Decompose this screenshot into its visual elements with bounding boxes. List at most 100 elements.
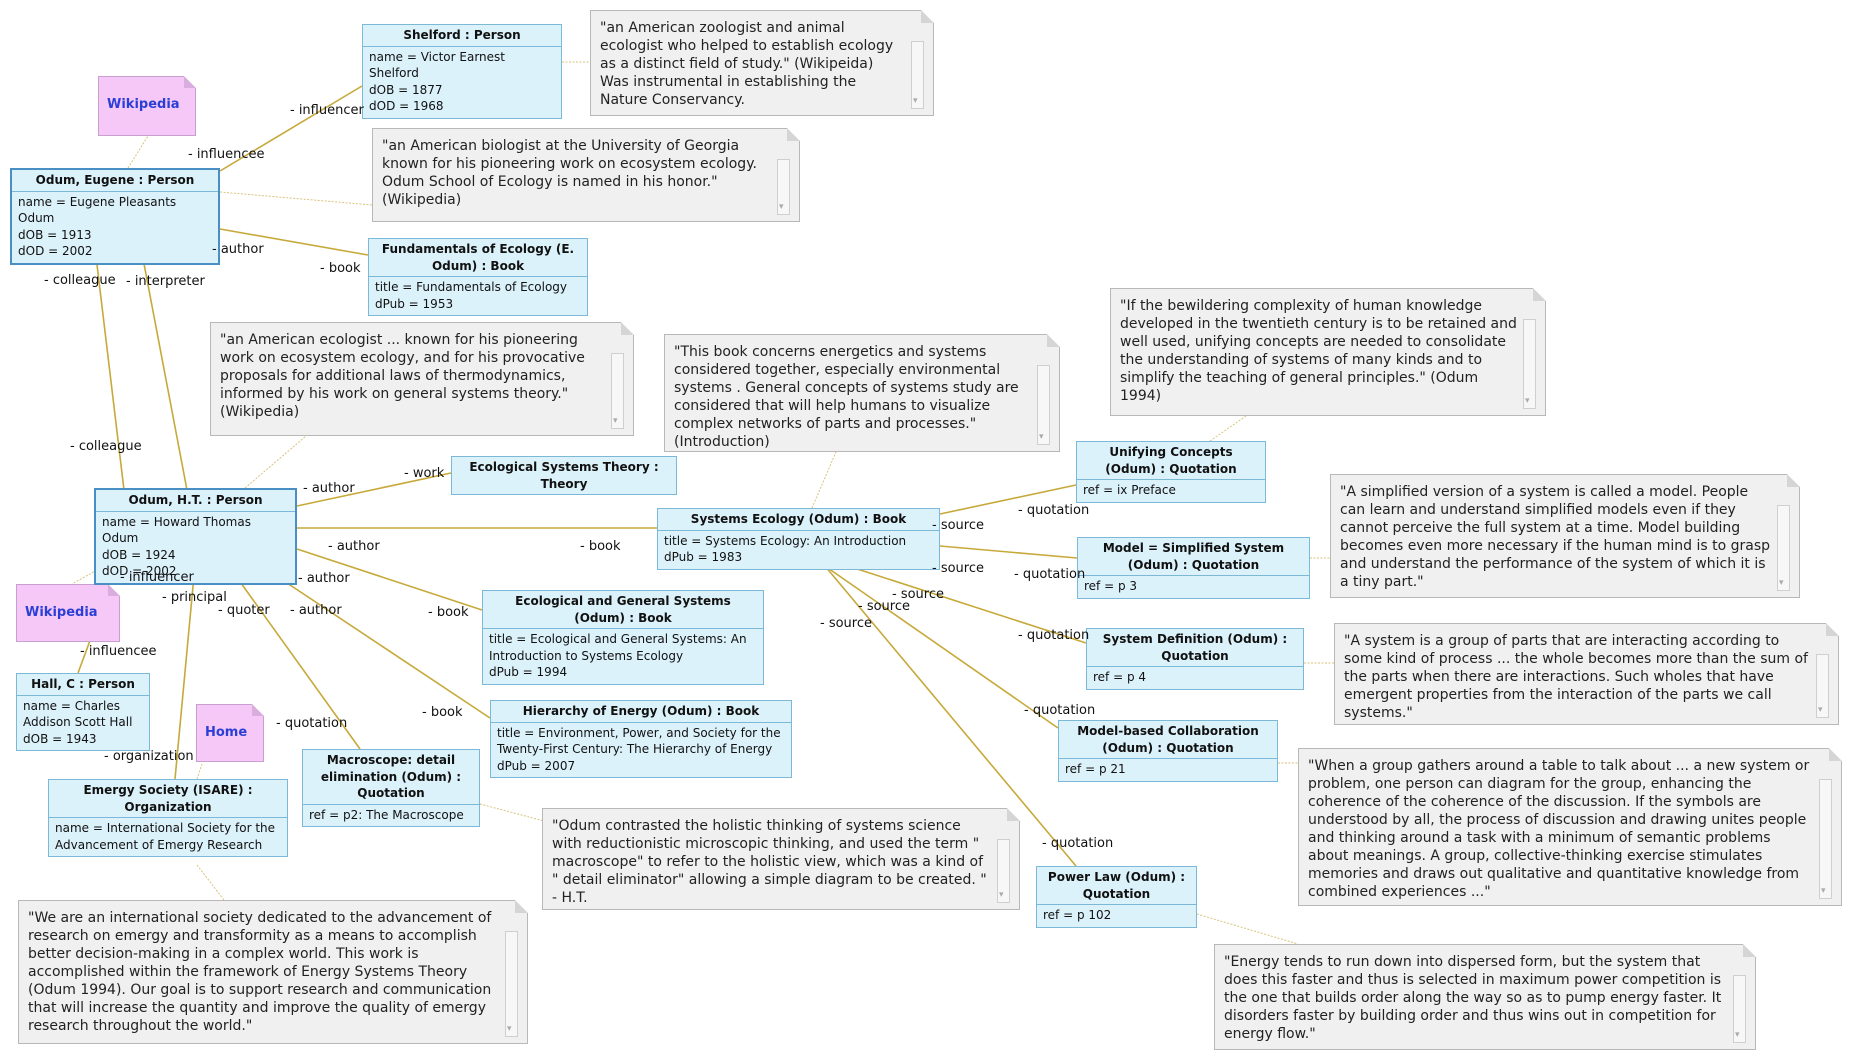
- note-eugene: "an American biologist at the University…: [372, 128, 800, 222]
- label-quotation-6: - quotation: [1042, 836, 1114, 851]
- note-eugene-text: "an American biologist at the University…: [382, 138, 757, 208]
- label-author-4: - author: [298, 571, 350, 586]
- wikipedia-tag-eugene-label[interactable]: Wikipedia: [107, 97, 180, 112]
- note-mbc-scrollbar[interactable]: [1819, 779, 1832, 900]
- object-macroscope[interactable]: Macroscope: detail elimination (Odum) : …: [302, 749, 480, 827]
- object-unifying-title: Unifying Concepts (Odum) : Quotation: [1077, 442, 1265, 480]
- note-mbc: "When a group gathers around a table to …: [1298, 748, 1842, 906]
- assoc-ht-hierarchy: [259, 564, 491, 719]
- object-hall-dob: dOB = 1943: [23, 731, 97, 746]
- object-fundamentals[interactable]: Fundamentals of Ecology (E. Odum) : Book…: [368, 238, 588, 316]
- label-principal: - principal: [162, 590, 227, 605]
- wikipedia-tag-eugene[interactable]: Wikipedia: [98, 76, 196, 136]
- note-powerlaw-scrollbar[interactable]: [1733, 975, 1746, 1044]
- label-quotation-3: - quotation: [1014, 567, 1086, 582]
- object-mbc-ref: ref = p 21: [1065, 762, 1126, 776]
- note-unifying-scrollbar[interactable]: [1523, 319, 1536, 410]
- note-sysdef-scrollbar[interactable]: [1816, 654, 1829, 719]
- label-author-1: - author: [212, 242, 264, 257]
- label-influencer-2: - influencer: [120, 570, 194, 585]
- home-tag-isaee[interactable]: Home: [196, 704, 264, 762]
- object-model-simplified[interactable]: Model = Simplified System (Odum) : Quota…: [1077, 537, 1310, 599]
- note-isaee-scrollbar[interactable]: [505, 931, 518, 1038]
- note-ht: "an American ecologist ... known for his…: [210, 322, 634, 436]
- anchor-ht-wiki: [71, 564, 107, 585]
- object-odum-ht-dod: dOD = 2002: [102, 564, 177, 578]
- note-unifying-text: "If the bewildering complexity of human …: [1120, 298, 1517, 404]
- label-influencee-2: - influencee: [80, 644, 157, 659]
- object-systems-ecology[interactable]: Systems Ecology (Odum) : Book title = Sy…: [657, 508, 940, 570]
- object-unifying-concepts[interactable]: Unifying Concepts (Odum) : Quotation ref…: [1076, 441, 1266, 503]
- label-influencee-1: - influencee: [188, 147, 265, 162]
- object-shelford-title: Shelford : Person: [363, 25, 561, 47]
- label-quotation-4: - quotation: [1018, 628, 1090, 643]
- note-unifying: "If the bewildering complexity of human …: [1110, 288, 1546, 416]
- object-hierarchy-title: Hierarchy of Energy (Odum) : Book: [491, 701, 791, 723]
- note-systems-ecology-scrollbar[interactable]: [1037, 365, 1050, 446]
- home-tag-isaee-label[interactable]: Home: [205, 725, 248, 740]
- object-system-definition[interactable]: System Definition (Odum) : Quotation ref…: [1086, 628, 1304, 690]
- label-quotation-5: - quotation: [1024, 703, 1096, 718]
- object-eco-general-systems[interactable]: Ecological and General Systems (Odum) : …: [482, 590, 764, 685]
- label-source-1: - source: [932, 518, 984, 533]
- note-model-text: "A simplified version of a system is cal…: [1340, 484, 1771, 590]
- object-hall-title: Hall, C : Person: [17, 674, 149, 696]
- note-shelford: "an American zoologist and animal ecolog…: [590, 10, 934, 116]
- note-macroscope-text: "Odum contrasted the holistic thinking o…: [552, 818, 987, 906]
- object-systems-ecology-dpub: dPub = 1983: [664, 550, 743, 564]
- label-author-5: - author: [290, 603, 342, 618]
- object-odum-ht-title: Odum, H.T. : Person: [96, 490, 295, 512]
- object-powerlaw-ref: ref = p 102: [1043, 908, 1112, 922]
- object-emergy-society[interactable]: Emergy Society (ISARE) : Organization na…: [48, 779, 288, 857]
- object-shelford-dob: dOB = 1877: [369, 82, 443, 97]
- label-book-3: - book: [428, 605, 469, 620]
- object-macroscope-title: Macroscope: detail elimination (Odum) : …: [303, 750, 479, 805]
- label-source-3: - source: [892, 587, 944, 602]
- wikipedia-tag-ht[interactable]: Wikipedia: [16, 584, 120, 642]
- label-book-2: - book: [580, 539, 621, 554]
- object-model-based-collab[interactable]: Model-based Collaboration (Odum) : Quota…: [1058, 720, 1278, 782]
- object-hall[interactable]: Hall, C : Person name = Charles Addison …: [16, 673, 150, 751]
- note-model-scrollbar[interactable]: [1777, 505, 1790, 592]
- assoc-ht-est: [296, 472, 452, 507]
- label-quoter: - quoter: [218, 603, 270, 618]
- label-book-4: - book: [422, 705, 463, 720]
- object-fundamentals-title-attr: title = Fundamentals of Ecology: [375, 280, 568, 294]
- object-odum-ht[interactable]: Odum, H.T. : Person name = Howard Thomas…: [94, 488, 297, 585]
- object-power-law[interactable]: Power Law (Odum) : Quotation ref = p 102: [1036, 866, 1197, 928]
- label-interpreter: - interpreter: [126, 274, 205, 289]
- label-quotation-1: - quotation: [276, 716, 348, 731]
- note-eugene-scrollbar[interactable]: [777, 159, 790, 216]
- object-ecological-systems-theory[interactable]: Ecological Systems Theory : Theory: [451, 456, 677, 495]
- object-hierarchy-of-energy[interactable]: Hierarchy of Energy (Odum) : Book title …: [490, 700, 792, 778]
- object-model-title: Model = Simplified System (Odum) : Quota…: [1078, 538, 1309, 576]
- anchor-macroscope-note: [479, 803, 549, 823]
- anchor-powerlaw-note: [1196, 913, 1299, 945]
- anchor-isaee-note: [196, 864, 225, 901]
- object-shelford[interactable]: Shelford : Person name = Victor Earnest …: [362, 24, 562, 119]
- note-sysdef-text: "A system is a group of parts that are i…: [1344, 633, 1808, 721]
- label-quotation-2: - quotation: [1018, 503, 1090, 518]
- assoc-eugene-fundamentals: [219, 228, 369, 256]
- wikipedia-tag-ht-label[interactable]: Wikipedia: [25, 605, 98, 620]
- object-emergy-society-title: Emergy Society (ISARE) : Organization: [49, 780, 287, 818]
- note-ht-scrollbar[interactable]: [611, 353, 624, 430]
- object-est-title: Ecological Systems Theory : Theory: [469, 460, 659, 491]
- assoc-ht-isaee: [174, 564, 196, 780]
- object-systems-ecology-title: Systems Ecology (Odum) : Book: [658, 509, 939, 531]
- note-ht-text: "an American ecologist ... known for his…: [220, 332, 585, 420]
- association-lines: [77, 85, 1087, 867]
- object-odum-ht-dob: dOB = 1924: [102, 547, 176, 562]
- assoc-eugene-shelford: [219, 85, 363, 172]
- anchor-unifying-note: [1209, 415, 1247, 442]
- object-eco-general-title: Ecological and General Systems (Odum) : …: [483, 591, 763, 629]
- object-model-ref: ref = p 3: [1084, 579, 1138, 593]
- object-fundamentals-title: Fundamentals of Ecology (E. Odum) : Book: [369, 239, 587, 277]
- note-shelford-scrollbar[interactable]: [911, 41, 924, 110]
- label-source-2: - source: [932, 561, 984, 576]
- note-powerlaw-text: "Energy tends to run down into dispersed…: [1224, 954, 1722, 1042]
- assoc-eugene-ht-interpreter: [140, 247, 188, 491]
- anchor-lines: [71, 61, 1334, 945]
- object-odum-eugene[interactable]: Odum, Eugene : Person name = Eugene Plea…: [10, 168, 220, 265]
- note-macroscope-scrollbar[interactable]: [997, 839, 1010, 904]
